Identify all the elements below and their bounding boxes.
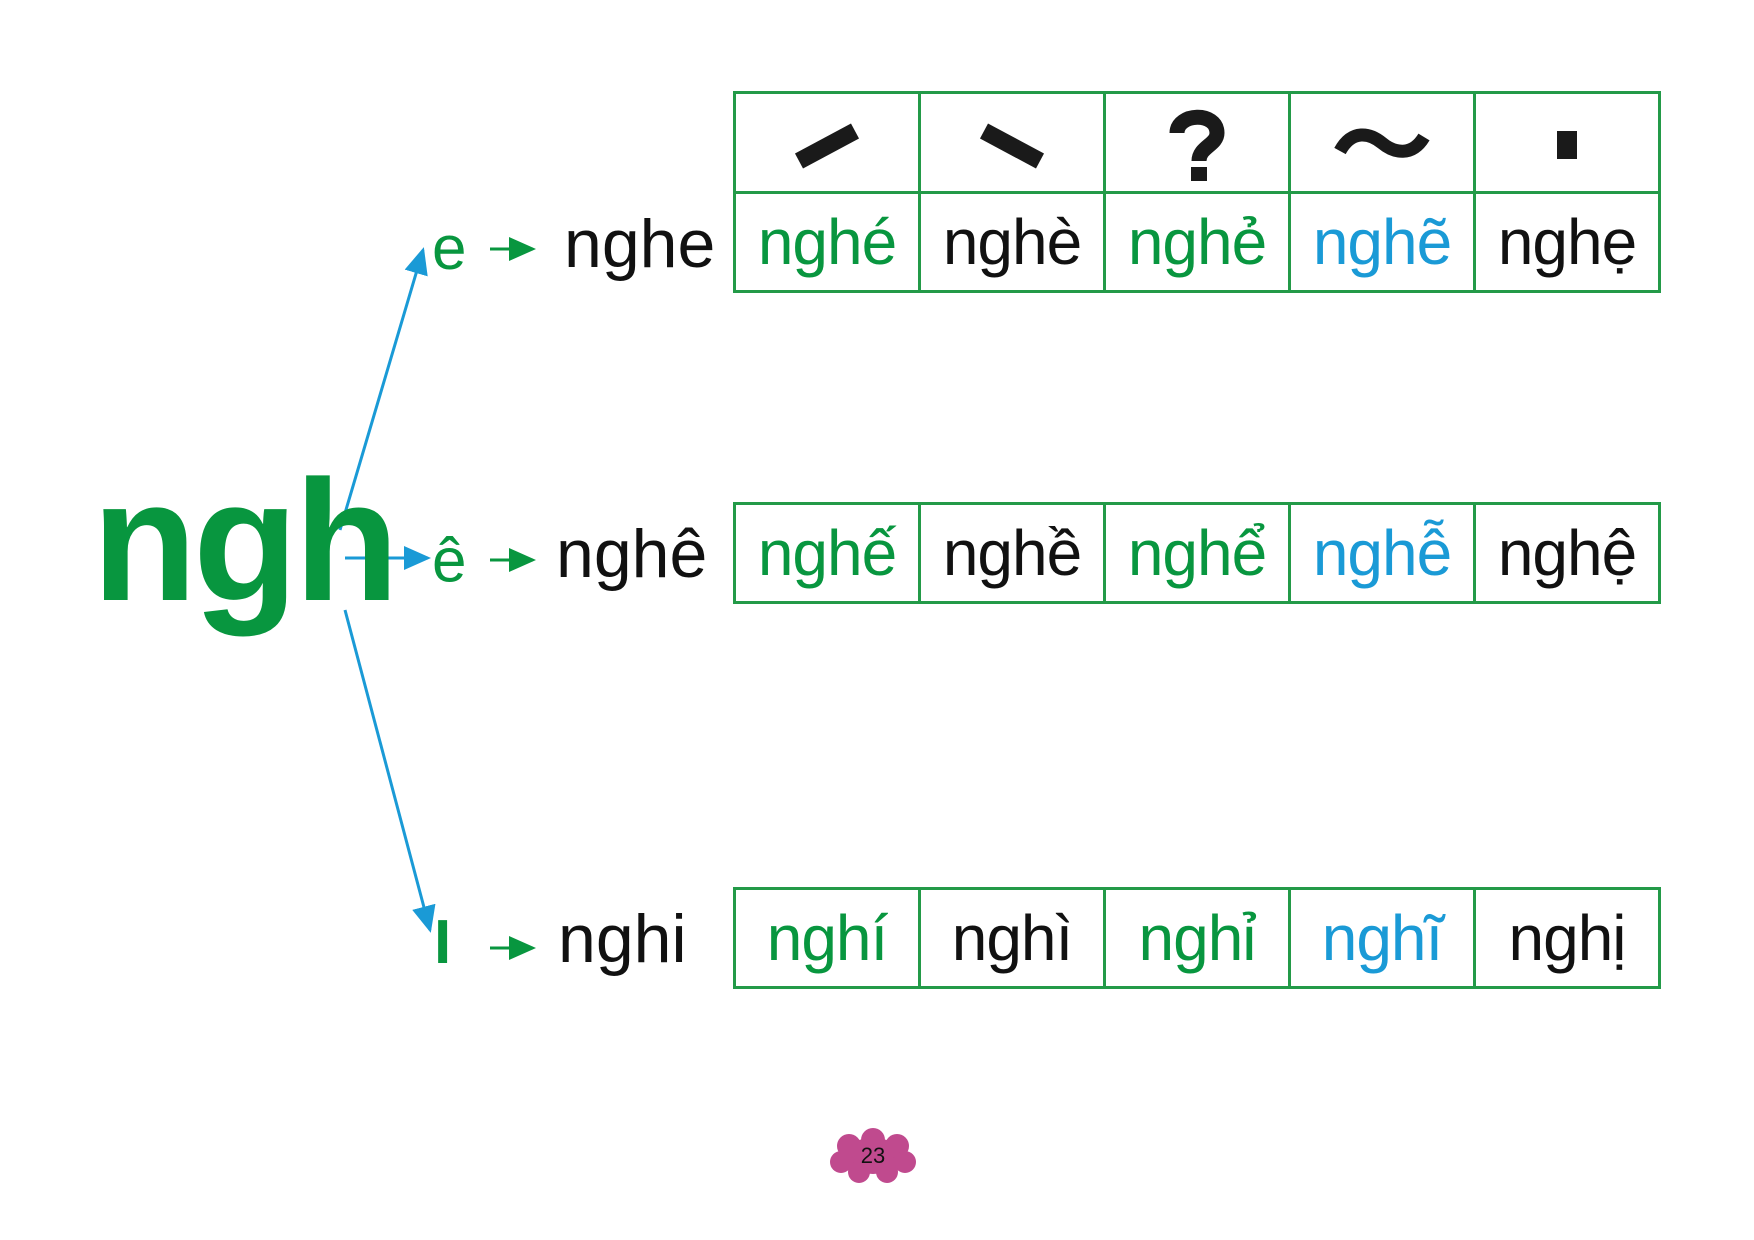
syllable-nghi: nghi — [558, 901, 687, 977]
variant-word: nghĩ — [1321, 902, 1444, 974]
variant-word: nghè — [942, 206, 1082, 278]
page-number: 23 — [860, 1143, 886, 1168]
tone-cell-nga — [1288, 91, 1476, 194]
variant-word: nghí — [766, 902, 889, 974]
page-number-badge: 23 — [827, 1128, 919, 1184]
word-cell: nghể — [1103, 502, 1291, 604]
nang-mark-icon — [1557, 130, 1577, 159]
hoi-mark-icon — [1169, 109, 1225, 181]
word-cell: nghẽ — [1288, 191, 1476, 293]
flower-icon — [830, 1128, 916, 1183]
variant-word: nghẻ — [1127, 206, 1267, 278]
variant-word: nghể — [1127, 517, 1267, 589]
variant-word: nghẹ — [1497, 206, 1637, 278]
variant-word: nghệ — [1497, 517, 1637, 589]
tone-cell-hoi — [1103, 91, 1291, 194]
word-cell: nghĩ — [1288, 887, 1476, 989]
variant-word: nghị — [1508, 902, 1627, 974]
word-cell: nghị — [1473, 887, 1661, 989]
variant-word: nghế — [757, 517, 897, 589]
variant-word: nghỉ — [1138, 902, 1257, 974]
word-cell: nghí — [733, 887, 921, 989]
word-cell: nghệ — [1473, 502, 1661, 604]
vowel-e-circumflex: ê — [432, 526, 467, 595]
arrow-to-e — [338, 247, 428, 531]
variant-word: nghì — [951, 902, 1074, 974]
tone-table-e-circumflex: nghế nghề nghể nghễ nghệ — [733, 502, 1661, 604]
word-row-e: nghé nghè nghẻ nghẽ nghẹ — [733, 191, 1661, 293]
tone-mark-row — [733, 91, 1661, 194]
word-cell: nghề — [918, 502, 1106, 604]
arrow-to-i — [343, 609, 436, 933]
nga-mark-icon — [1334, 128, 1430, 158]
variant-word: nghẽ — [1312, 206, 1452, 278]
word-cell: nghì — [918, 887, 1106, 989]
variant-word: nghễ — [1312, 517, 1452, 589]
word-row-i: nghí nghì nghỉ nghĩ nghị — [733, 887, 1661, 989]
word-cell: nghẻ — [1103, 191, 1291, 293]
word-cell: nghẹ — [1473, 191, 1661, 293]
word-cell: nghỉ — [1103, 887, 1291, 989]
vowel-e: e — [432, 214, 467, 283]
tone-cell-nang — [1473, 91, 1661, 194]
word-row-e-circumflex: nghế nghề nghể nghễ nghệ — [733, 502, 1661, 604]
tone-cell-sac — [733, 91, 921, 194]
word-cell: nghè — [918, 191, 1106, 293]
variant-word: nghề — [942, 517, 1082, 589]
variant-word: nghé — [757, 206, 897, 278]
huyen-mark-icon — [979, 123, 1045, 168]
syllable-nghe: nghe — [564, 206, 716, 282]
word-cell: nghế — [733, 502, 921, 604]
word-cell: nghễ — [1288, 502, 1476, 604]
syllable-nghe-circumflex: nghê — [556, 516, 708, 592]
tone-table-e: nghé nghè nghẻ nghẽ nghẹ — [733, 91, 1661, 293]
vowel-i: I — [434, 908, 452, 977]
tone-cell-huyen — [918, 91, 1106, 194]
consonant-ngh: ngh — [92, 445, 399, 637]
sac-mark-icon — [794, 123, 860, 168]
tone-table-i: nghí nghì nghỉ nghĩ nghị — [733, 887, 1661, 989]
word-cell: nghé — [733, 191, 921, 293]
